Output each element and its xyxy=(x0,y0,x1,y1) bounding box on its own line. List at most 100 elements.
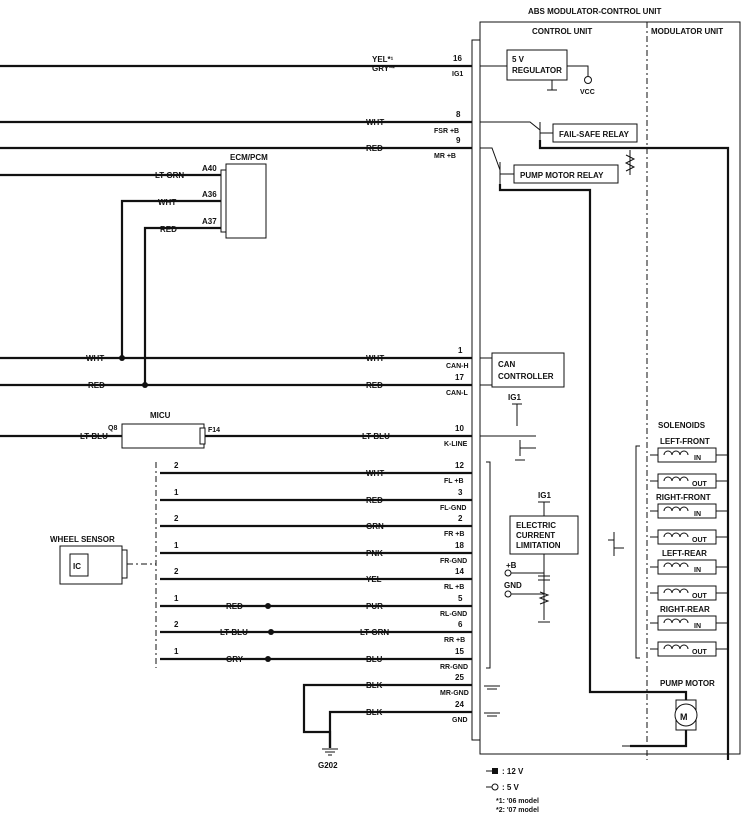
svg-text:CURRENT: CURRENT xyxy=(516,531,555,540)
svg-text:6: 6 xyxy=(458,620,463,629)
svg-text:IN: IN xyxy=(694,455,701,462)
svg-text:BLK: BLK xyxy=(366,708,383,717)
svg-text:10: 10 xyxy=(455,424,464,433)
svg-text:RED: RED xyxy=(88,381,105,390)
wheel-sensor-label: WHEEL SENSOR xyxy=(50,535,115,544)
svg-text:12: 12 xyxy=(455,461,464,470)
svg-text:25: 25 xyxy=(455,673,464,682)
svg-text:CAN-L: CAN-L xyxy=(446,390,468,397)
regulator-box xyxy=(506,49,568,81)
svg-text:: 12 V: : 12 V xyxy=(502,767,524,776)
ecm-label: ECM/PCM xyxy=(230,153,268,162)
svg-text:LEFT-REAR: LEFT-REAR xyxy=(662,549,707,558)
svg-text:WHT: WHT xyxy=(366,469,384,478)
micu-box xyxy=(121,423,205,449)
current-limitation-box xyxy=(509,515,579,555)
svg-text:A36: A36 xyxy=(202,190,217,199)
svg-text:MR-GND: MR-GND xyxy=(440,690,469,697)
svg-text:RED: RED xyxy=(366,496,383,505)
legend: : 12 V : 5 V *1: '06 model *2: '07 model xyxy=(486,767,539,814)
svg-text:RL-GND: RL-GND xyxy=(440,611,467,618)
svg-text:GRY: GRY xyxy=(226,655,244,664)
svg-text:GRN: GRN xyxy=(366,522,384,531)
svg-text:18: 18 xyxy=(455,541,464,550)
svg-text:5: 5 xyxy=(458,594,463,603)
svg-text:LT BLU: LT BLU xyxy=(80,432,108,441)
solenoid-array: LEFT-FRONT IN OUT RIGHT-FRONT IN OUT LEF… xyxy=(650,437,728,657)
control-unit-label: CONTROL UNIT xyxy=(532,27,592,36)
svg-text:M: M xyxy=(680,712,688,722)
svg-text:LT BLU: LT BLU xyxy=(220,628,248,637)
svg-text:16: 16 xyxy=(453,54,462,63)
svg-text:2: 2 xyxy=(458,514,463,523)
svg-text:LT GRN: LT GRN xyxy=(360,628,389,637)
svg-text:IG1: IG1 xyxy=(538,491,551,500)
svg-text:WHT: WHT xyxy=(86,354,104,363)
svg-text:FL +B: FL +B xyxy=(444,478,464,485)
svg-text:14: 14 xyxy=(455,567,464,576)
svg-text:K-LINE: K-LINE xyxy=(444,441,468,448)
svg-text:GRY*²: GRY*² xyxy=(372,64,395,73)
svg-text:1: 1 xyxy=(174,594,179,603)
svg-text:F14: F14 xyxy=(208,427,220,434)
svg-text:*1: '06 model: *1: '06 model xyxy=(496,798,539,805)
svg-text:LIMITATION: LIMITATION xyxy=(516,541,561,550)
svg-text:PNK: PNK xyxy=(366,549,383,558)
svg-text:RED: RED xyxy=(366,144,383,153)
g202-ground-icon xyxy=(322,748,338,756)
svg-text:YEL*¹: YEL*¹ xyxy=(372,55,394,64)
svg-text:2: 2 xyxy=(174,620,179,629)
svg-text:PUMP MOTOR RELAY: PUMP MOTOR RELAY xyxy=(520,171,604,180)
svg-text:CONTROLLER: CONTROLLER xyxy=(498,372,554,381)
ecm-pcm-box xyxy=(225,163,267,239)
svg-text:LT BLU: LT BLU xyxy=(362,432,390,441)
svg-text:GND: GND xyxy=(452,717,468,724)
svg-text:5 V: 5 V xyxy=(512,55,525,64)
unit-title: ABS MODULATOR-CONTROL UNIT xyxy=(528,7,661,16)
svg-text:OUT: OUT xyxy=(692,481,708,488)
svg-text:YEL: YEL xyxy=(366,575,382,584)
vcc-terminal-icon xyxy=(584,76,592,84)
svg-text:1: 1 xyxy=(174,647,179,656)
svg-text:OUT: OUT xyxy=(692,593,708,600)
svg-text:+B: +B xyxy=(506,561,517,570)
svg-text:*2: '07 model: *2: '07 model xyxy=(496,807,539,814)
splice-dots xyxy=(119,355,274,662)
svg-text:1: 1 xyxy=(458,346,463,355)
svg-text:2: 2 xyxy=(174,514,179,523)
svg-text:WHT: WHT xyxy=(158,198,176,207)
svg-text:IG1: IG1 xyxy=(452,71,463,78)
svg-text:9: 9 xyxy=(456,136,461,145)
svg-text:BLU: BLU xyxy=(366,655,383,664)
svg-text:RED: RED xyxy=(366,381,383,390)
svg-text:IN: IN xyxy=(694,623,701,630)
svg-text:RL +B: RL +B xyxy=(444,584,464,591)
svg-text:FAIL-SAFE RELAY: FAIL-SAFE RELAY xyxy=(559,130,630,139)
svg-text:IN: IN xyxy=(694,567,701,574)
svg-text:17: 17 xyxy=(455,373,464,382)
svg-text:24: 24 xyxy=(455,700,464,709)
pump-motor-icon xyxy=(674,703,698,727)
svg-text:RR-GND: RR-GND xyxy=(440,664,468,671)
svg-text:REGULATOR: REGULATOR xyxy=(512,66,562,75)
svg-text:A37: A37 xyxy=(202,217,217,226)
svg-text:WHT: WHT xyxy=(366,354,384,363)
modulator-unit-label: MODULATOR UNIT xyxy=(651,27,723,36)
svg-text:1: 1 xyxy=(174,541,179,550)
svg-text:LEFT-FRONT: LEFT-FRONT xyxy=(660,437,710,446)
main-wires xyxy=(0,64,472,748)
svg-text:OUT: OUT xyxy=(692,537,708,544)
can-controller-box xyxy=(491,352,565,388)
svg-text:: 5 V: : 5 V xyxy=(502,783,520,792)
svg-text:WHT: WHT xyxy=(366,118,384,127)
svg-text:MR +B: MR +B xyxy=(434,153,456,160)
connector-strip xyxy=(471,39,481,741)
svg-text:RED: RED xyxy=(160,225,177,234)
svg-text:FR +B: FR +B xyxy=(444,531,464,538)
svg-text:3: 3 xyxy=(458,488,463,497)
wheel-sensor-box xyxy=(59,545,123,585)
svg-text:LT GRN: LT GRN xyxy=(155,171,184,180)
svg-text:RR +B: RR +B xyxy=(444,637,465,644)
